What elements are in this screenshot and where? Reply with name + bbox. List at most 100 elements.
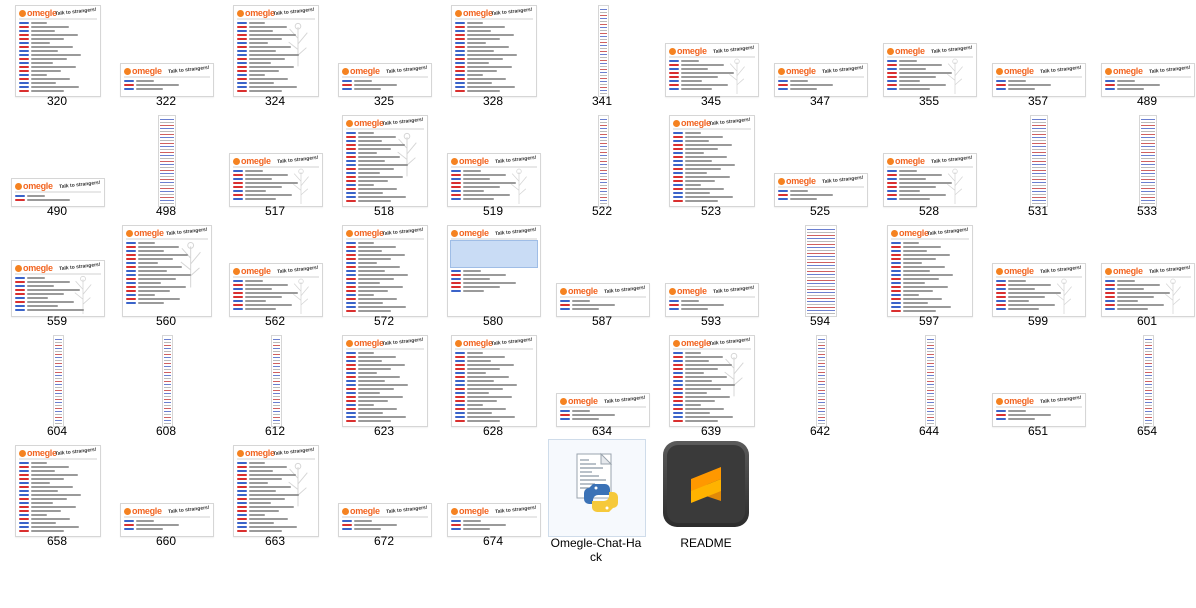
long-chat-screenshot-thumbnail — [53, 335, 64, 427]
file-name-label: 347 — [809, 94, 831, 108]
flower-watermark-icon — [947, 58, 963, 94]
file-name-label: 594 — [809, 314, 831, 328]
omegle-logo: omegle — [1105, 266, 1143, 276]
omegle-logo: omegle — [996, 266, 1034, 276]
long-chat-screenshot-thumbnail — [925, 335, 936, 427]
omegle-logo-icon — [15, 183, 22, 190]
file-name-label: 628 — [482, 424, 504, 438]
omegle-tagline: Talk to strangers! — [382, 336, 425, 348]
file-item-642[interactable]: 642 — [766, 335, 874, 447]
file-name-label: 597 — [918, 314, 940, 328]
file-item-522[interactable]: 522 — [548, 115, 656, 227]
omegle-logo: omegle — [1105, 66, 1143, 76]
flower-watermark-icon — [397, 132, 417, 177]
long-chat-screenshot-thumbnail — [598, 5, 609, 97]
file-name-label: 608 — [155, 424, 177, 438]
file-item-594[interactable]: 594 — [766, 225, 874, 337]
omegle-logo: omegle — [342, 66, 380, 76]
file-name-label: 341 — [591, 94, 613, 108]
omegle-tagline: Talk to strangers! — [1149, 264, 1192, 276]
long-chat-screenshot-thumbnail — [598, 115, 609, 207]
file-item-612[interactable]: 612 — [221, 335, 329, 447]
file-name-label: 658 — [46, 534, 68, 548]
omegle-tagline: Talk to strangers! — [55, 6, 98, 18]
file-item-341[interactable]: 341 — [548, 5, 656, 117]
file-name-label: 587 — [591, 314, 613, 328]
omegle-logo-icon — [887, 48, 894, 55]
omegle-logo-icon — [19, 10, 26, 17]
omegle-logo-icon — [19, 450, 26, 457]
file-item-498[interactable]: 498 — [112, 115, 220, 227]
file-name-label: 580 — [482, 314, 504, 328]
file-name-label: 325 — [373, 94, 395, 108]
file-name-label: 674 — [482, 534, 504, 548]
file-item-omegle-chat-hack[interactable]: Omegle-Chat-Hack — [548, 439, 656, 564]
file-item-644[interactable]: 644 — [875, 335, 983, 447]
file-item-533[interactable]: 533 — [1093, 115, 1196, 227]
omegle-logo-icon — [778, 178, 785, 185]
file-name-label: 525 — [809, 204, 831, 218]
omegle-logo-icon — [1105, 268, 1112, 275]
file-name-label: 604 — [46, 424, 68, 438]
file-item-readme[interactable]: README — [657, 441, 765, 557]
file-item-608[interactable]: 608 — [112, 335, 220, 447]
info-banner — [450, 240, 538, 268]
file-item-531[interactable]: 531 — [984, 115, 1092, 227]
omegle-logo: omegle — [451, 506, 489, 516]
file-name-label: 660 — [155, 534, 177, 548]
flower-watermark-icon — [74, 275, 92, 314]
file-item-604[interactable]: 604 — [3, 335, 111, 447]
omegle-tagline: Talk to strangers! — [931, 154, 974, 166]
omegle-logo: omegle — [346, 338, 384, 348]
omegle-logo-icon — [996, 68, 1003, 75]
omegle-logo-icon — [1105, 68, 1112, 75]
omegle-logo-icon — [455, 340, 462, 347]
file-name-label: 523 — [700, 204, 722, 218]
file-item-654[interactable]: 654 — [1093, 335, 1196, 447]
file-name-label: 531 — [1027, 204, 1049, 218]
